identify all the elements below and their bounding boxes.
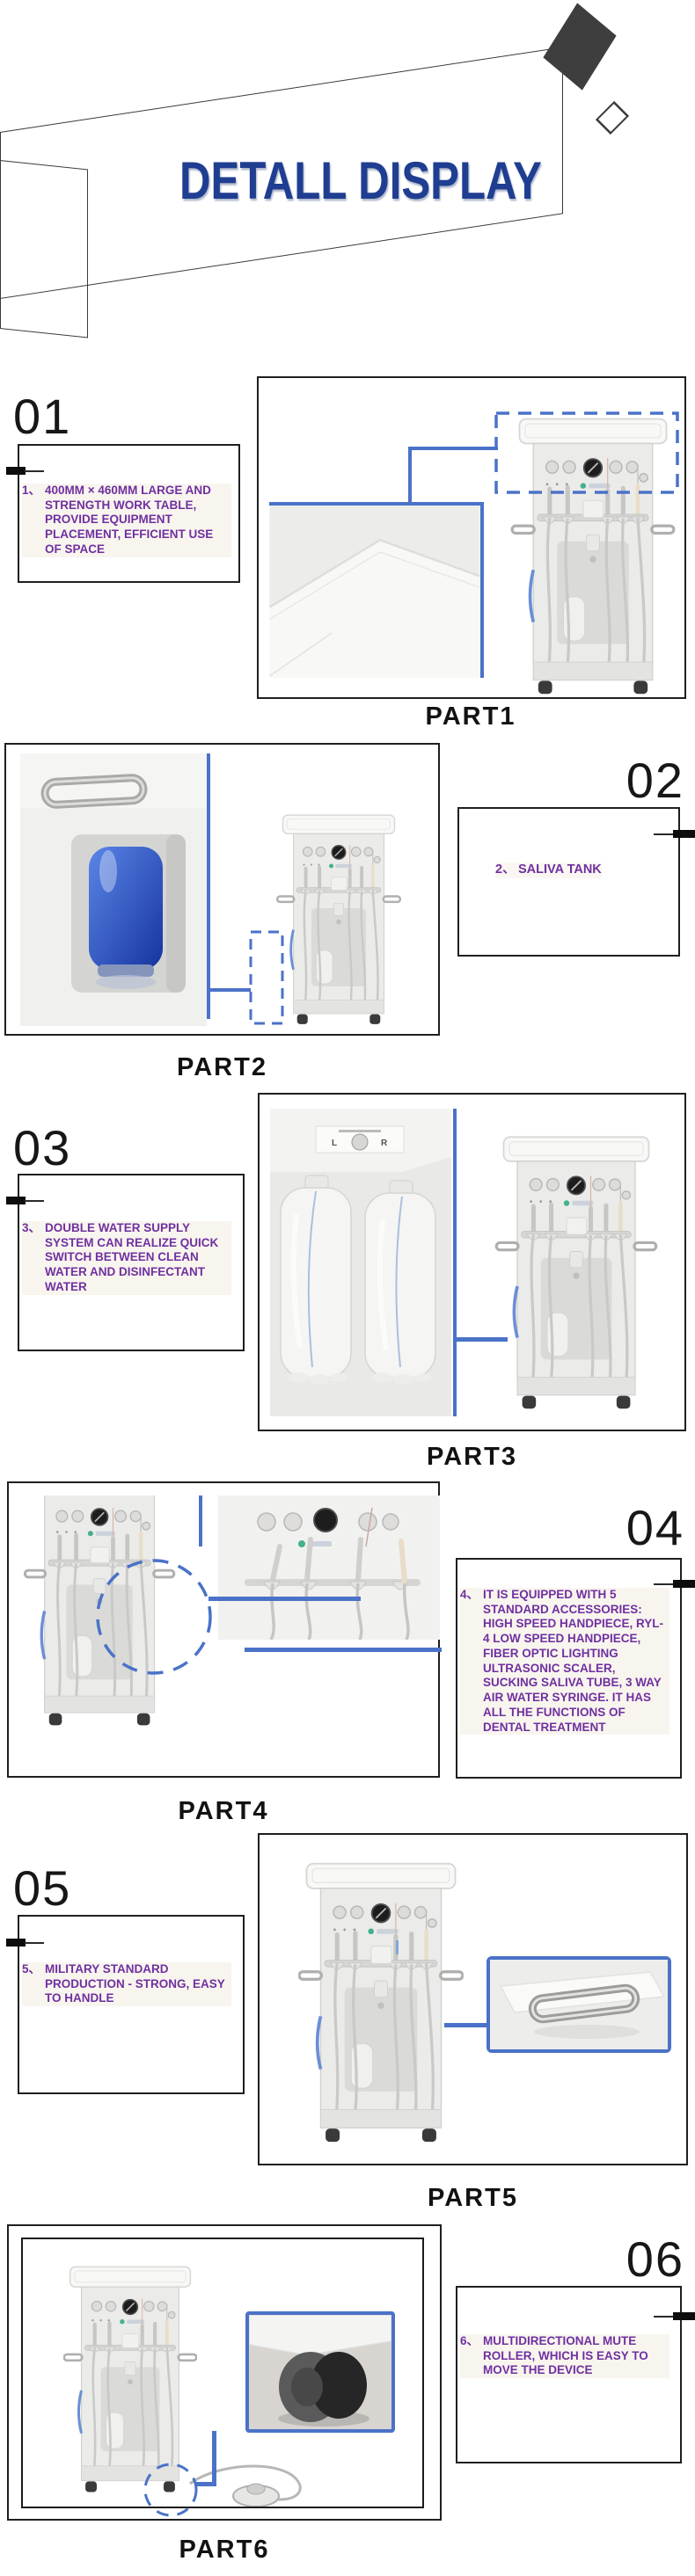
connector-line (212, 2431, 216, 2485)
section-number: 05 (13, 1860, 72, 1916)
feature-item-number: 1、 (22, 484, 41, 497)
callout-line (25, 1942, 44, 1944)
feature-text: MILITARY STANDARD PRODUCTION - STRONG, E… (45, 1962, 225, 2005)
connector-line (444, 2023, 486, 2027)
section-number: 01 (13, 389, 72, 444)
part-label: PART1 (425, 702, 516, 731)
connector-line (195, 2482, 216, 2486)
photo-frame (4, 743, 440, 1036)
feature-item-number: 5、 (22, 1962, 41, 1976)
dental-cart-photo (479, 1121, 673, 1411)
callout-marker (6, 1939, 26, 1947)
water-bottles-closeup-photo: L R (270, 1109, 451, 1416)
feature-description: 6、 MULTIDIRECTIONAL MUTE ROLLER, WHICH I… (460, 2334, 669, 2379)
connector-line (208, 1597, 361, 1601)
photo-frame (7, 1481, 442, 1778)
photo-divider-line (453, 1109, 457, 1416)
dashed-highlight-rect (249, 930, 284, 1025)
feature-text: DOUBLE WATER SUPPLY SYSTEM CAN REALIZE Q… (45, 1221, 219, 1293)
worktable-closeup-photo (269, 502, 484, 678)
section-number: 06 (626, 2231, 684, 2287)
page-title: DETALL DISPLAY (179, 151, 542, 210)
callout-line (654, 833, 673, 835)
caster-wheel-illustration (249, 2315, 391, 2429)
part-label: PART5 (428, 2184, 518, 2212)
feature-text-box (457, 807, 680, 957)
feature-text: MULTIDIRECTIONAL MUTE ROLLER, WHICH IS E… (483, 2334, 648, 2377)
worktable-surface-illustration (269, 506, 480, 678)
handle-closeup-inset (486, 1956, 671, 2053)
connector-line (245, 1648, 442, 1652)
feature-description: 1、 400MM × 460MM LARGE AND STRENGTH WORK… (22, 484, 231, 557)
foot-pedal-cable (189, 2464, 302, 2501)
feature-description: 5、 MILITARY STANDARD PRODUCTION - STRONG… (22, 1962, 231, 2007)
callout-line (25, 470, 44, 472)
part-label: PART2 (177, 1053, 267, 1081)
dental-cart-photo (298, 1847, 464, 2144)
connector-line (457, 1337, 508, 1342)
handle-closeup-illustration (490, 1960, 668, 2049)
part-label: PART4 (178, 1797, 269, 1825)
bottle-label-right: R (381, 1139, 388, 1148)
callout-marker (673, 830, 695, 838)
feature-text: IT IS EQUIPPED WITH 5 STANDARD ACCESSORI… (483, 1588, 664, 1734)
callout-marker (6, 1197, 26, 1204)
callout-line (654, 2316, 673, 2318)
photo-frame (7, 2224, 442, 2521)
caster-wheel-inset (245, 2311, 395, 2433)
photo-frame (258, 1833, 688, 2165)
left-parallelogram (0, 160, 88, 338)
feature-description: 4、 IT IS EQUIPPED WITH 5 STANDARD ACCESS… (460, 1588, 669, 1736)
dental-cart-full-photo (23, 2239, 302, 2507)
connector-line (199, 1495, 202, 1546)
callout-line (654, 1583, 673, 1585)
connector-line (408, 447, 412, 504)
feature-text: SALIVA TANK (518, 862, 602, 877)
part-label: PART6 (179, 2536, 270, 2564)
small-diamond-shape (595, 100, 630, 135)
section-number: 04 (626, 1500, 684, 1555)
feature-item-number: 3、 (22, 1221, 41, 1234)
dashed-highlight-circle (143, 2463, 198, 2517)
callout-marker (6, 467, 26, 475)
photo-frame: L R (258, 1093, 686, 1431)
part-label: PART3 (427, 1443, 517, 1471)
saliva-tank-closeup-photo (20, 753, 207, 1026)
photo-frame (257, 376, 686, 699)
section-number: 03 (13, 1120, 72, 1175)
callout-line (25, 1200, 44, 1202)
connector-line (210, 988, 251, 992)
feature-item-number: 6、 (460, 2334, 479, 2347)
section-number: 02 (626, 753, 684, 808)
feature-description: 3、 DOUBLE WATER SUPPLY SYSTEM CAN REALIZ… (22, 1221, 231, 1295)
connector-line (408, 447, 498, 450)
photo-divider-line (207, 753, 210, 1019)
handpieces-closeup-photo (218, 1495, 440, 1640)
callout-marker (673, 1580, 695, 1588)
callout-marker (673, 2312, 695, 2320)
water-line-accent (396, 1940, 399, 1954)
feature-text: 400MM × 460MM LARGE AND STRENGTH WORK TA… (45, 484, 214, 556)
bottle-label-left: L (332, 1139, 337, 1148)
dashed-highlight-rect (494, 411, 679, 494)
feature-description: 2、 SALIVA TANK (495, 862, 602, 878)
dashed-highlight-circle (96, 1559, 212, 1675)
feature-item-number: 4、 (460, 1588, 479, 1601)
feature-item-number: 2、 (495, 862, 516, 877)
